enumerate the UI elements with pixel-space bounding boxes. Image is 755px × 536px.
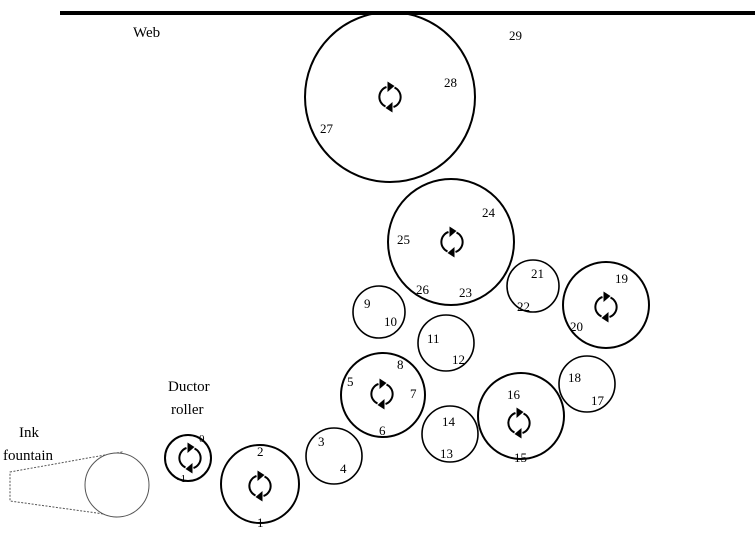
roller-number: 4 [340, 461, 347, 476]
ductor-roller-label-line1: Ductor [168, 379, 210, 395]
roller-number: 16 [507, 387, 521, 402]
roller-number: 23 [459, 285, 472, 300]
rotation-icon-roller-19-20 [594, 290, 618, 324]
roller-number: 13 [440, 446, 453, 461]
rotation-icon-ductor [178, 441, 202, 475]
roller-17-18 [558, 355, 616, 413]
roller-number: 25 [397, 232, 410, 247]
roller-23-26 [387, 178, 515, 306]
rotation-icon-roller-27-28 [378, 80, 402, 114]
roller-number: 15 [514, 450, 527, 465]
roller-number: 12 [452, 352, 465, 367]
roller-number: 2 [257, 444, 264, 459]
rotation-icon-roller-23-26 [440, 225, 464, 259]
roller-number: 22 [517, 299, 530, 314]
roller-number: 8 [397, 357, 404, 372]
ink-fountain [9, 451, 150, 518]
roller-number: 27 [320, 121, 334, 136]
roller-15-16 [477, 372, 565, 460]
rotation-icon-roller-15-16 [507, 406, 531, 440]
roller-number: 14 [442, 414, 456, 429]
roller-number: 26 [416, 282, 430, 297]
web-label: Web [133, 25, 160, 41]
roller-number: 18 [568, 370, 581, 385]
roller-number: 10 [384, 314, 397, 329]
roller-number: 11 [427, 331, 440, 346]
ink-fountain-label-line2: fountain [3, 448, 53, 464]
roller-27-28 [304, 11, 476, 183]
ductor-roller-label-line2: roller [171, 402, 203, 418]
roller-9-10 [352, 285, 406, 339]
roller-number: 7 [410, 386, 417, 401]
roller-number: 19 [615, 271, 628, 286]
rotation-icon-roller-1-2 [248, 469, 272, 503]
roller-number: 1 [257, 515, 264, 530]
roller-number: 28 [444, 75, 457, 90]
roller-21-22 [506, 259, 560, 313]
roller-number: 3 [318, 434, 325, 449]
roller-13-14 [421, 405, 479, 463]
roller-1-2 [220, 444, 300, 524]
roller-5-8 [340, 352, 426, 438]
rotation-icon-roller-5-8 [370, 377, 394, 411]
roller-number: 0 [199, 433, 205, 445]
roller-number: -1 [177, 473, 186, 485]
roller-11-12 [417, 314, 475, 372]
roller-19-20 [562, 261, 650, 349]
roller-number: 29 [509, 28, 522, 43]
ink-fountain-label-line1: Ink [19, 425, 39, 441]
roller-number: 17 [591, 393, 605, 408]
roller-3-4 [305, 427, 363, 485]
roller-number: 6 [379, 423, 386, 438]
roller-number: 9 [364, 296, 371, 311]
roller-number: 21 [531, 266, 544, 281]
roller-ductor [164, 434, 212, 482]
roller-number: 24 [482, 205, 496, 220]
roller-number: 20 [570, 319, 583, 334]
roller-number: 5 [347, 374, 354, 389]
